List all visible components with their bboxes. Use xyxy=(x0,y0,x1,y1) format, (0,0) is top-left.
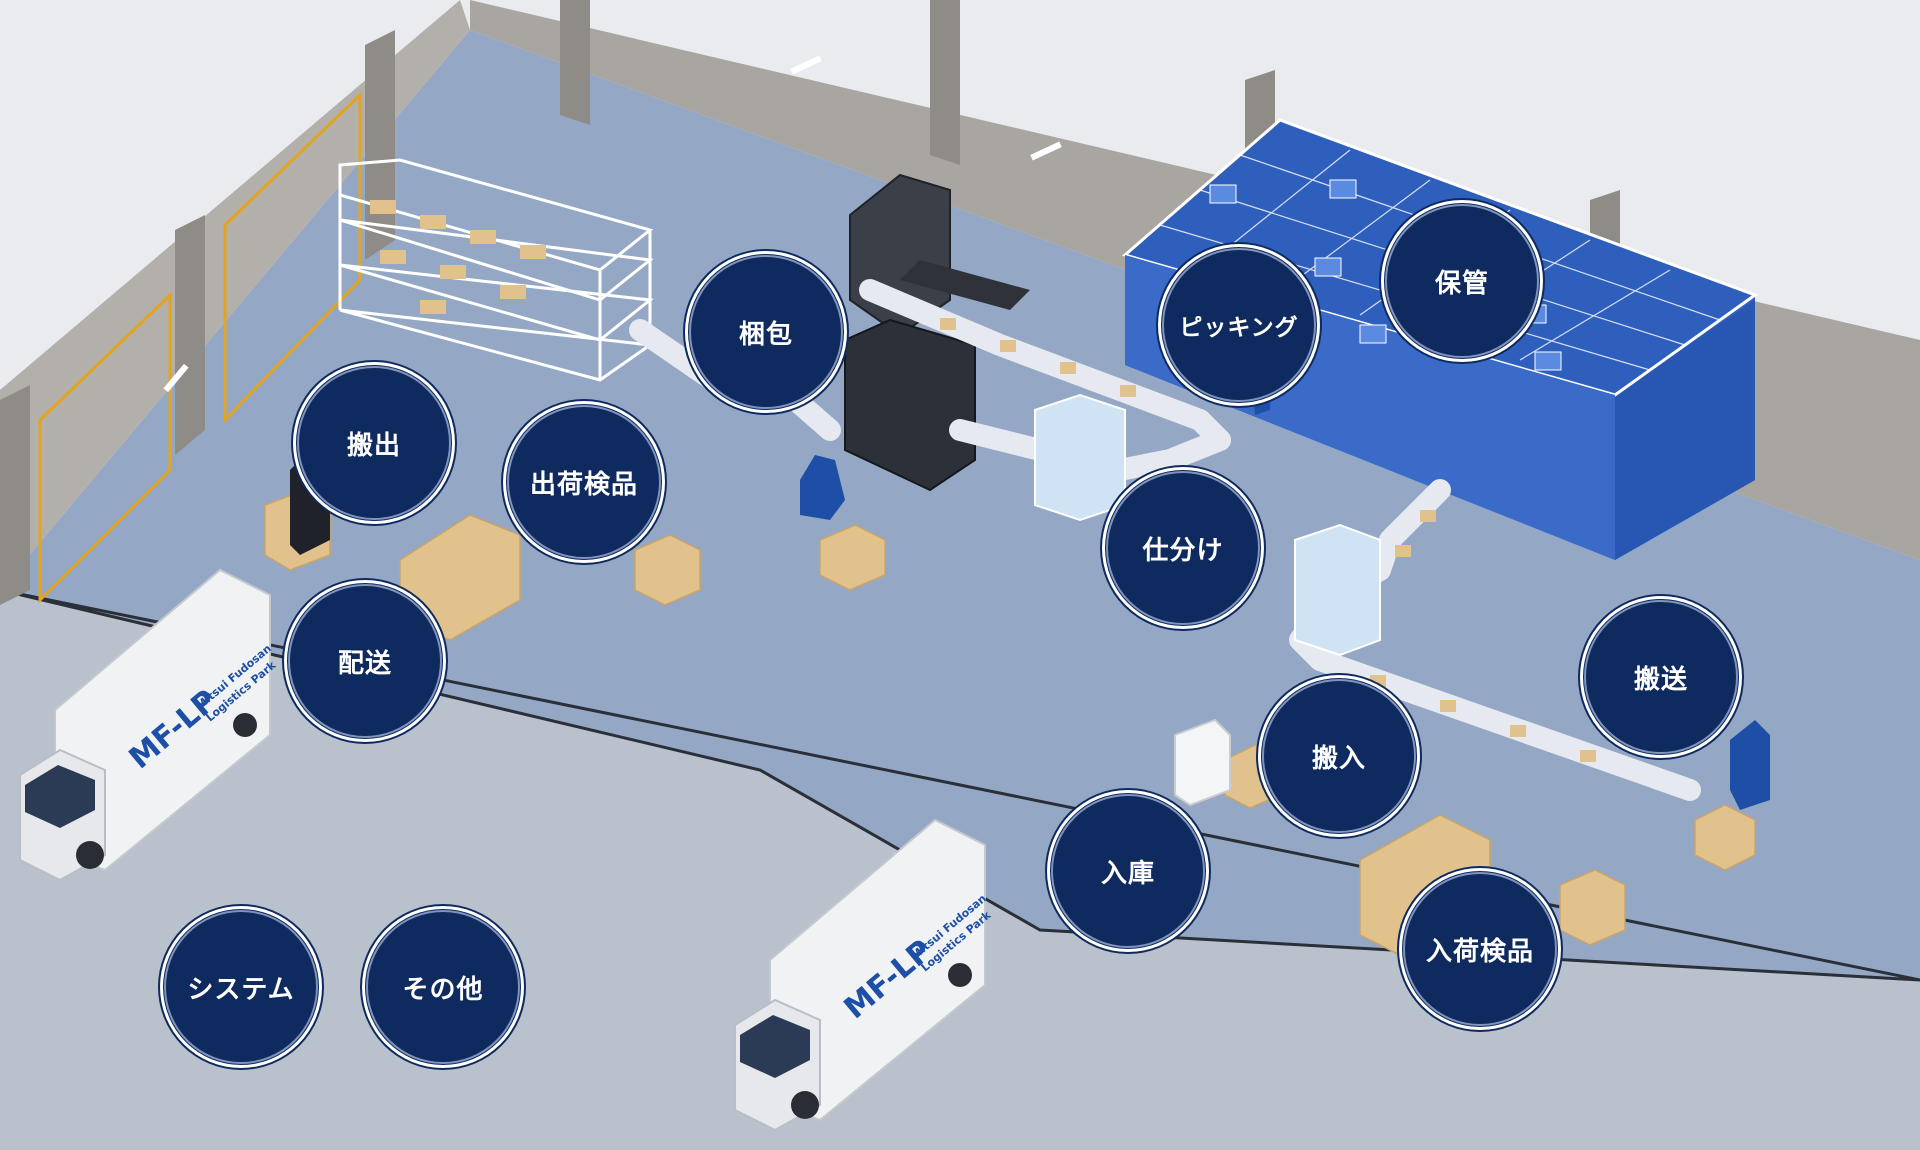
hotspot-hansou[interactable]: 搬送 xyxy=(1580,596,1742,758)
hotspot-shukka-kenpin-label: 出荷検品 xyxy=(529,469,638,500)
left-wall xyxy=(0,0,470,590)
floor-edge-line xyxy=(0,588,1920,982)
conveyor-boxes xyxy=(940,318,1596,762)
hotspot-nyuko[interactable]: 入庫 xyxy=(1047,790,1209,952)
hotspot-shukka-kenpin[interactable]: 出荷検品 xyxy=(503,401,665,563)
truck-right: MF-LP Mitsui Fudosan Logistics Park xyxy=(734,818,994,1132)
hotspot-sonota[interactable]: その他 xyxy=(362,906,524,1068)
hotspot-hokan-label: 保管 xyxy=(1434,268,1489,299)
hotspot-konpo[interactable]: 梱包 xyxy=(685,251,847,413)
ceiling-lights xyxy=(163,55,1062,393)
hotspot-nyuka-kenpin-label: 入荷検品 xyxy=(1425,936,1534,967)
sorting-station xyxy=(1034,393,1381,657)
hotspot-hanshutsu[interactable]: 搬出 xyxy=(293,362,455,524)
rack-boxes xyxy=(370,200,546,314)
loading-doors xyxy=(38,91,362,604)
warehouse-floor xyxy=(0,30,1920,980)
hotspot-hansou-label: 搬送 xyxy=(1633,664,1688,695)
hotspot-system-label: システム xyxy=(187,974,295,1005)
hotspot-shiwake[interactable]: 仕分け xyxy=(1102,467,1264,629)
hotspot-picking[interactable]: ピッキング xyxy=(1158,244,1320,406)
hotspot-hannyu-label: 搬入 xyxy=(1311,743,1366,774)
hotspot-hokan[interactable]: 保管 xyxy=(1381,200,1543,362)
hotspot-haisou-label: 配送 xyxy=(337,648,392,679)
hotspot-sonota-label: その他 xyxy=(402,974,484,1005)
hotspot-system[interactable]: システム xyxy=(160,906,322,1068)
hotspot-picking-label: ピッキング xyxy=(1179,315,1299,341)
hotspot-hanshutsu-label: 搬出 xyxy=(346,430,401,461)
hotspot-nyuka-kenpin[interactable]: 入荷検品 xyxy=(1399,868,1561,1030)
hotspot-nyuko-label: 入庫 xyxy=(1100,858,1155,889)
hotspot-konpo-label: 梱包 xyxy=(738,319,793,350)
hotspot-hannyu[interactable]: 搬入 xyxy=(1258,675,1420,837)
truck-left: MF-LP Mitsui Fudosan Logistics Park xyxy=(19,568,279,882)
hotspot-haisou[interactable]: 配送 xyxy=(284,580,446,742)
hotspot-shiwake-label: 仕分け xyxy=(1142,535,1224,566)
